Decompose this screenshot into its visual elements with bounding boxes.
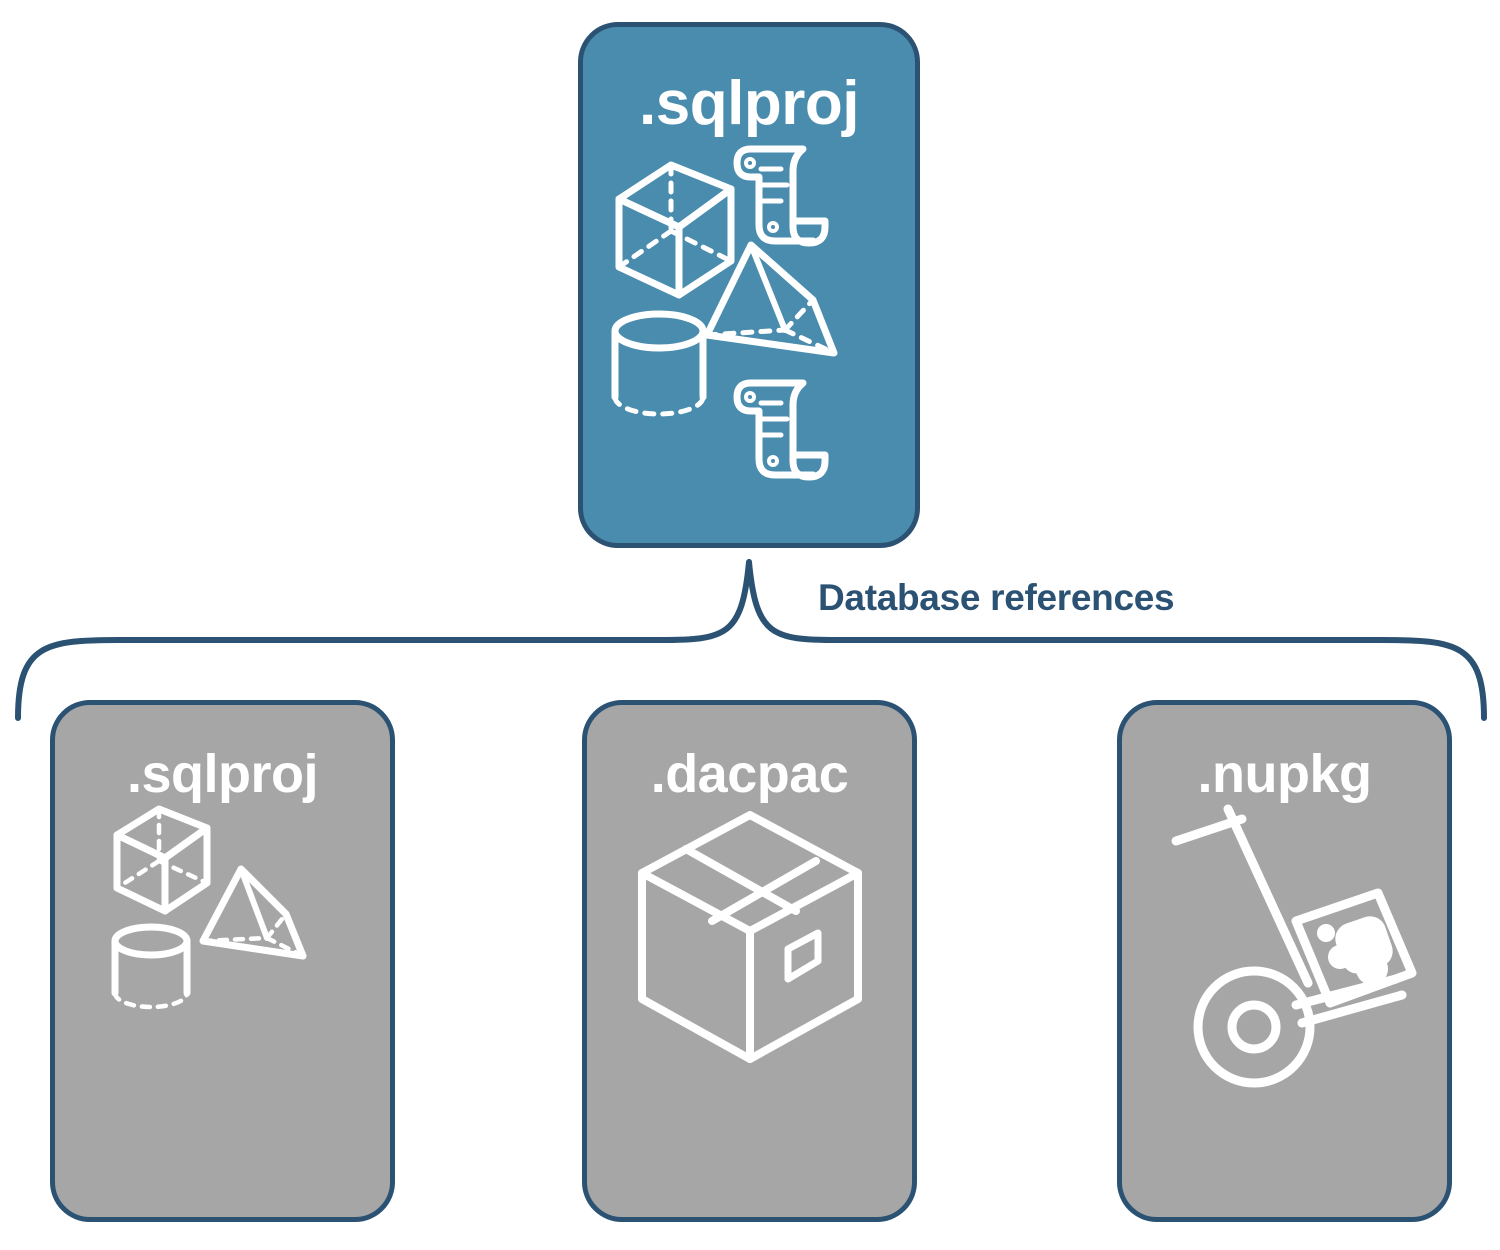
database-objects-illustration [611,145,838,481]
package-box-icon [637,811,862,1063]
sqlproj-reference-artwork [55,801,390,1217]
card-title: .nupkg [1197,744,1372,804]
brace-label: Database references [818,577,1175,618]
pyramid-icon [199,865,306,960]
hand-truck-icon [1171,804,1416,1088]
cylinder-icon [611,310,707,417]
pyramid-icon [703,241,838,357]
reference-dacpac-card[interactable]: .dacpac [582,700,917,1222]
nuget-package-icon [1291,888,1416,1008]
reference-sqlproj-card[interactable]: .sqlproj [50,700,395,1222]
sqlproj-project-card[interactable]: .sqlproj [578,22,920,548]
scroll-icon [733,145,829,247]
primary-card-artwork [583,135,915,543]
card-title: .dacpac [650,744,849,804]
card-title: .sqlproj [126,744,319,804]
reference-nupkg-card[interactable]: .nupkg [1117,700,1452,1222]
nupkg-reference-artwork [1122,801,1447,1217]
cube-icon [113,805,210,915]
cube-icon [615,161,735,299]
card-title: .sqlproj [639,69,859,138]
database-objects-illustration [111,805,306,1010]
scroll-icon [733,379,829,481]
cylinder-icon [111,923,190,1010]
dacpac-reference-artwork [587,801,912,1217]
